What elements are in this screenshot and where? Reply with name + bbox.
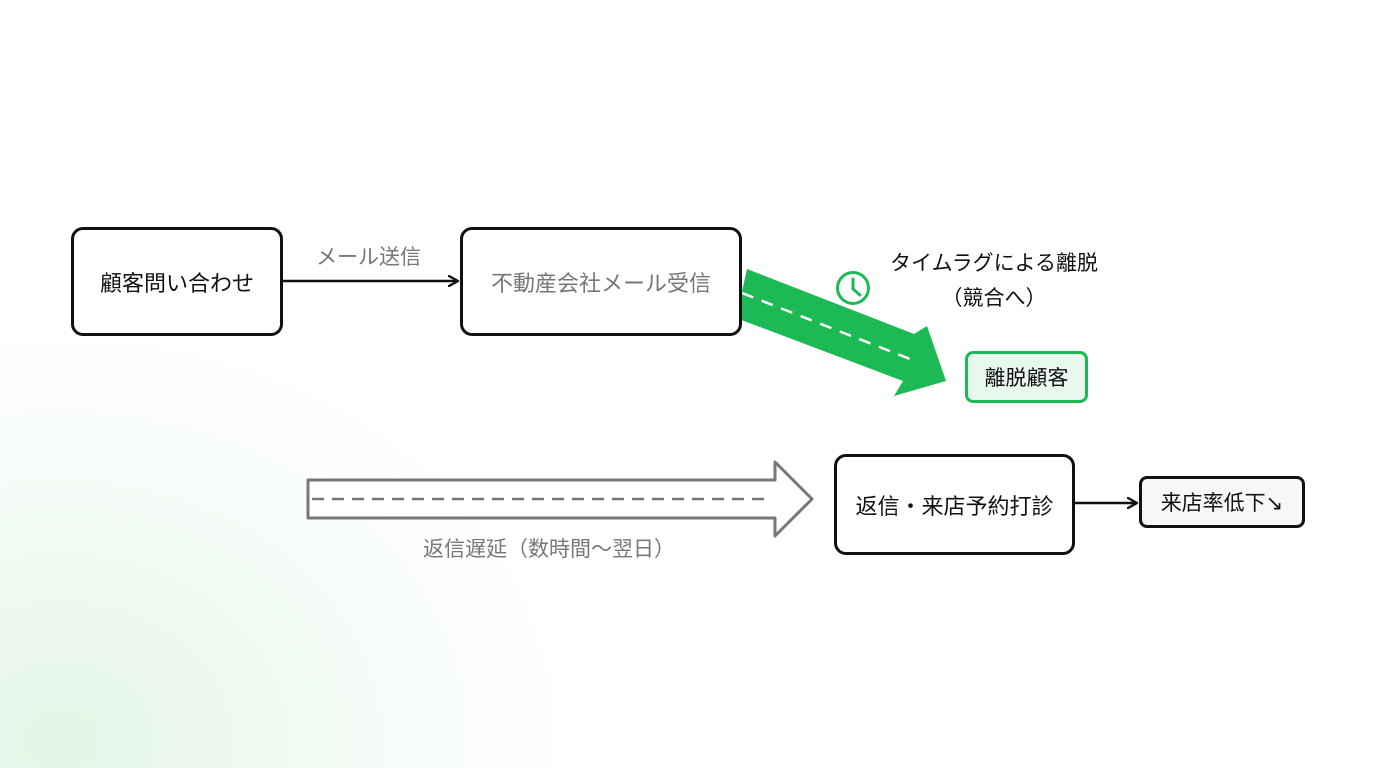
node-churned: 離脱顧客 (965, 351, 1088, 403)
edge-label-mail-send: メール送信 (316, 245, 421, 269)
edge-label-timelag: タイムラグによる離脱 （競合へ） (872, 247, 1116, 312)
timelag-line-1: タイムラグによる離脱 (890, 251, 1098, 275)
node-inquiry: 顧客問い合わせ (71, 227, 283, 336)
node-mail-received: 不動産会社メール受信 (460, 227, 742, 336)
delay-arrow (306, 460, 814, 538)
clock-icon (836, 271, 870, 305)
node-visit-rate: 来店率低下↘ (1139, 476, 1305, 528)
node-reply: 返信・来店予約打診 (834, 454, 1075, 555)
timelag-line-2: （競合へ） (941, 286, 1047, 310)
churn-arrow (736, 269, 946, 396)
edge-label-delay: 返信遅延（数時間〜翌日） (423, 537, 675, 561)
